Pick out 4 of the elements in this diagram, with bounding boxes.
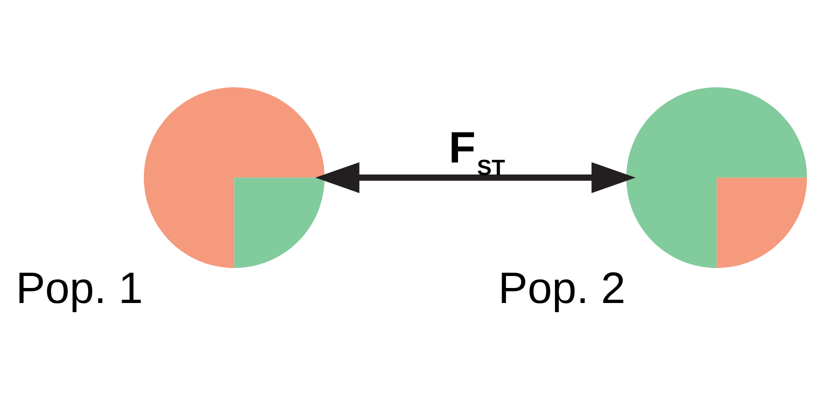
edge-label: F$_{ST}$ [448, 123, 506, 180]
node-label: Pop. 1 [16, 264, 144, 313]
node-label: Pop. 2 [498, 264, 626, 313]
arrow [315, 162, 636, 193]
